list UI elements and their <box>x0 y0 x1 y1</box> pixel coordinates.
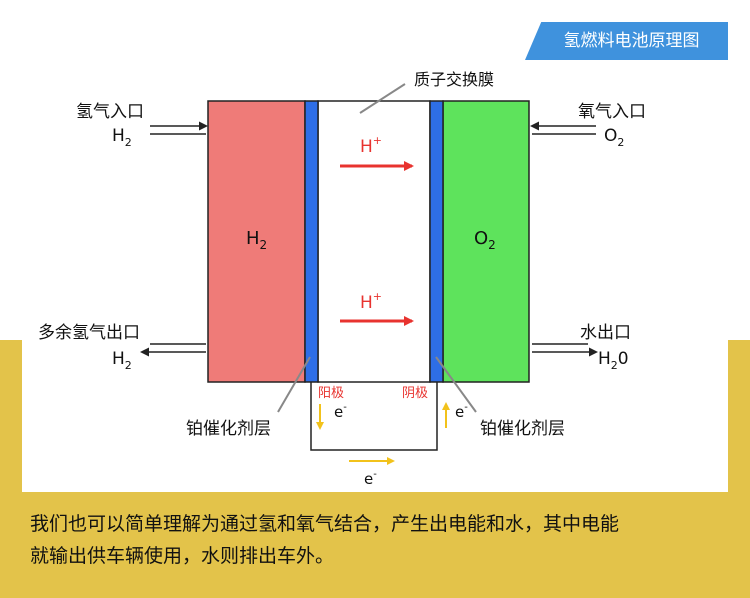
catalyst-pointer-left <box>277 356 311 413</box>
caption-line-2: 就输出供车辆使用，水则排出车外。 <box>30 545 335 567</box>
catalyst-label-right: 铂催化剂层 <box>480 419 565 439</box>
proton-label-top: H+ <box>360 134 382 157</box>
o2-inlet-label: 氧气入口 <box>578 102 646 122</box>
h2-excess-formula: H2 <box>112 349 132 372</box>
caption: 我们也可以简单理解为通过氢和氧气结合，产生出电能和水，其中电能 就输出供车辆使用… <box>30 508 730 572</box>
cathode-label: 阴极 <box>402 386 428 401</box>
h2-inlet-formula: H2 <box>112 126 132 149</box>
membrane-label: 质子交换膜 <box>414 70 494 89</box>
anode-label: 阳极 <box>318 386 344 401</box>
membrane-pointer <box>359 83 406 114</box>
anode-chamber <box>207 100 306 383</box>
electron-label-right: e- <box>455 402 468 421</box>
caption-line-1: 我们也可以简单理解为通过氢和氧气结合，产生出电能和水，其中电能 <box>30 513 620 535</box>
o2-inlet-formula: O2 <box>604 126 624 149</box>
electron-label-left: e- <box>334 402 347 421</box>
cathode-chamber-label: O2 <box>474 228 496 252</box>
cathode-chamber <box>442 100 530 383</box>
catalyst-label-left: 铂催化剂层 <box>186 419 271 439</box>
h2-excess-outlet-label: 多余氢气出口 <box>38 323 140 343</box>
water-outlet-label: 水出口 <box>580 323 631 343</box>
catalyst-pointer-right <box>435 356 477 413</box>
external-circuit <box>310 382 438 451</box>
proton-label-bottom: H+ <box>360 290 382 313</box>
catalyst-layer-left <box>304 100 319 383</box>
anode-chamber-label: H2 <box>246 228 267 252</box>
catalyst-layer-right <box>429 100 444 383</box>
title-badge: 氢燃料电池原理图 <box>525 22 728 60</box>
h2-inlet-label: 氢气入口 <box>76 102 144 122</box>
membrane-area <box>317 100 431 383</box>
electron-label-bottom: e- <box>364 469 377 488</box>
water-formula: H20 <box>598 349 629 372</box>
